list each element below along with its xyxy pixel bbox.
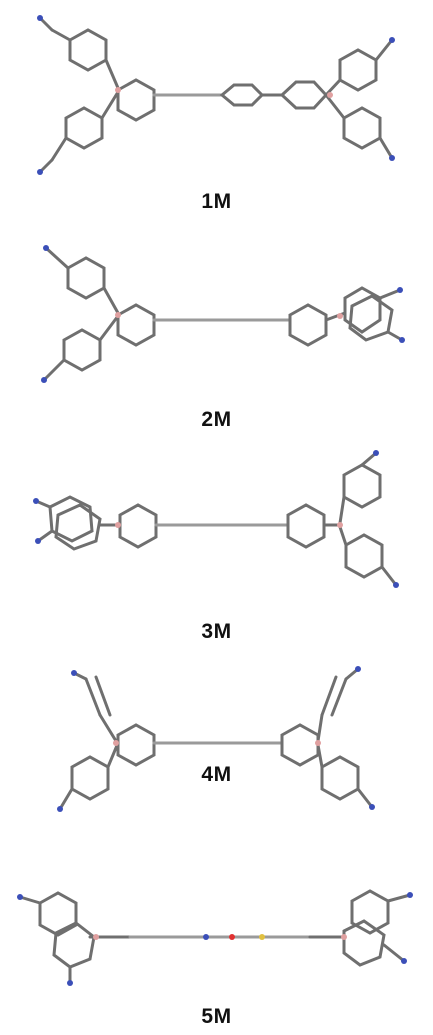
molecule-structure-4m	[57, 666, 375, 812]
molecule-label-4m: 4M	[201, 763, 232, 786]
molecule-structure-5m	[17, 889, 413, 986]
molecule-structure-3m	[33, 450, 399, 588]
molecule-label-1m: 1M	[201, 190, 232, 213]
molecule-structure-1m	[37, 15, 395, 175]
molecule-label-3m: 3M	[201, 620, 232, 643]
molecule-label-2m: 2M	[201, 408, 232, 431]
molecule-structure-2m	[41, 245, 405, 383]
molecule-label-5m: 5M	[201, 1005, 232, 1028]
